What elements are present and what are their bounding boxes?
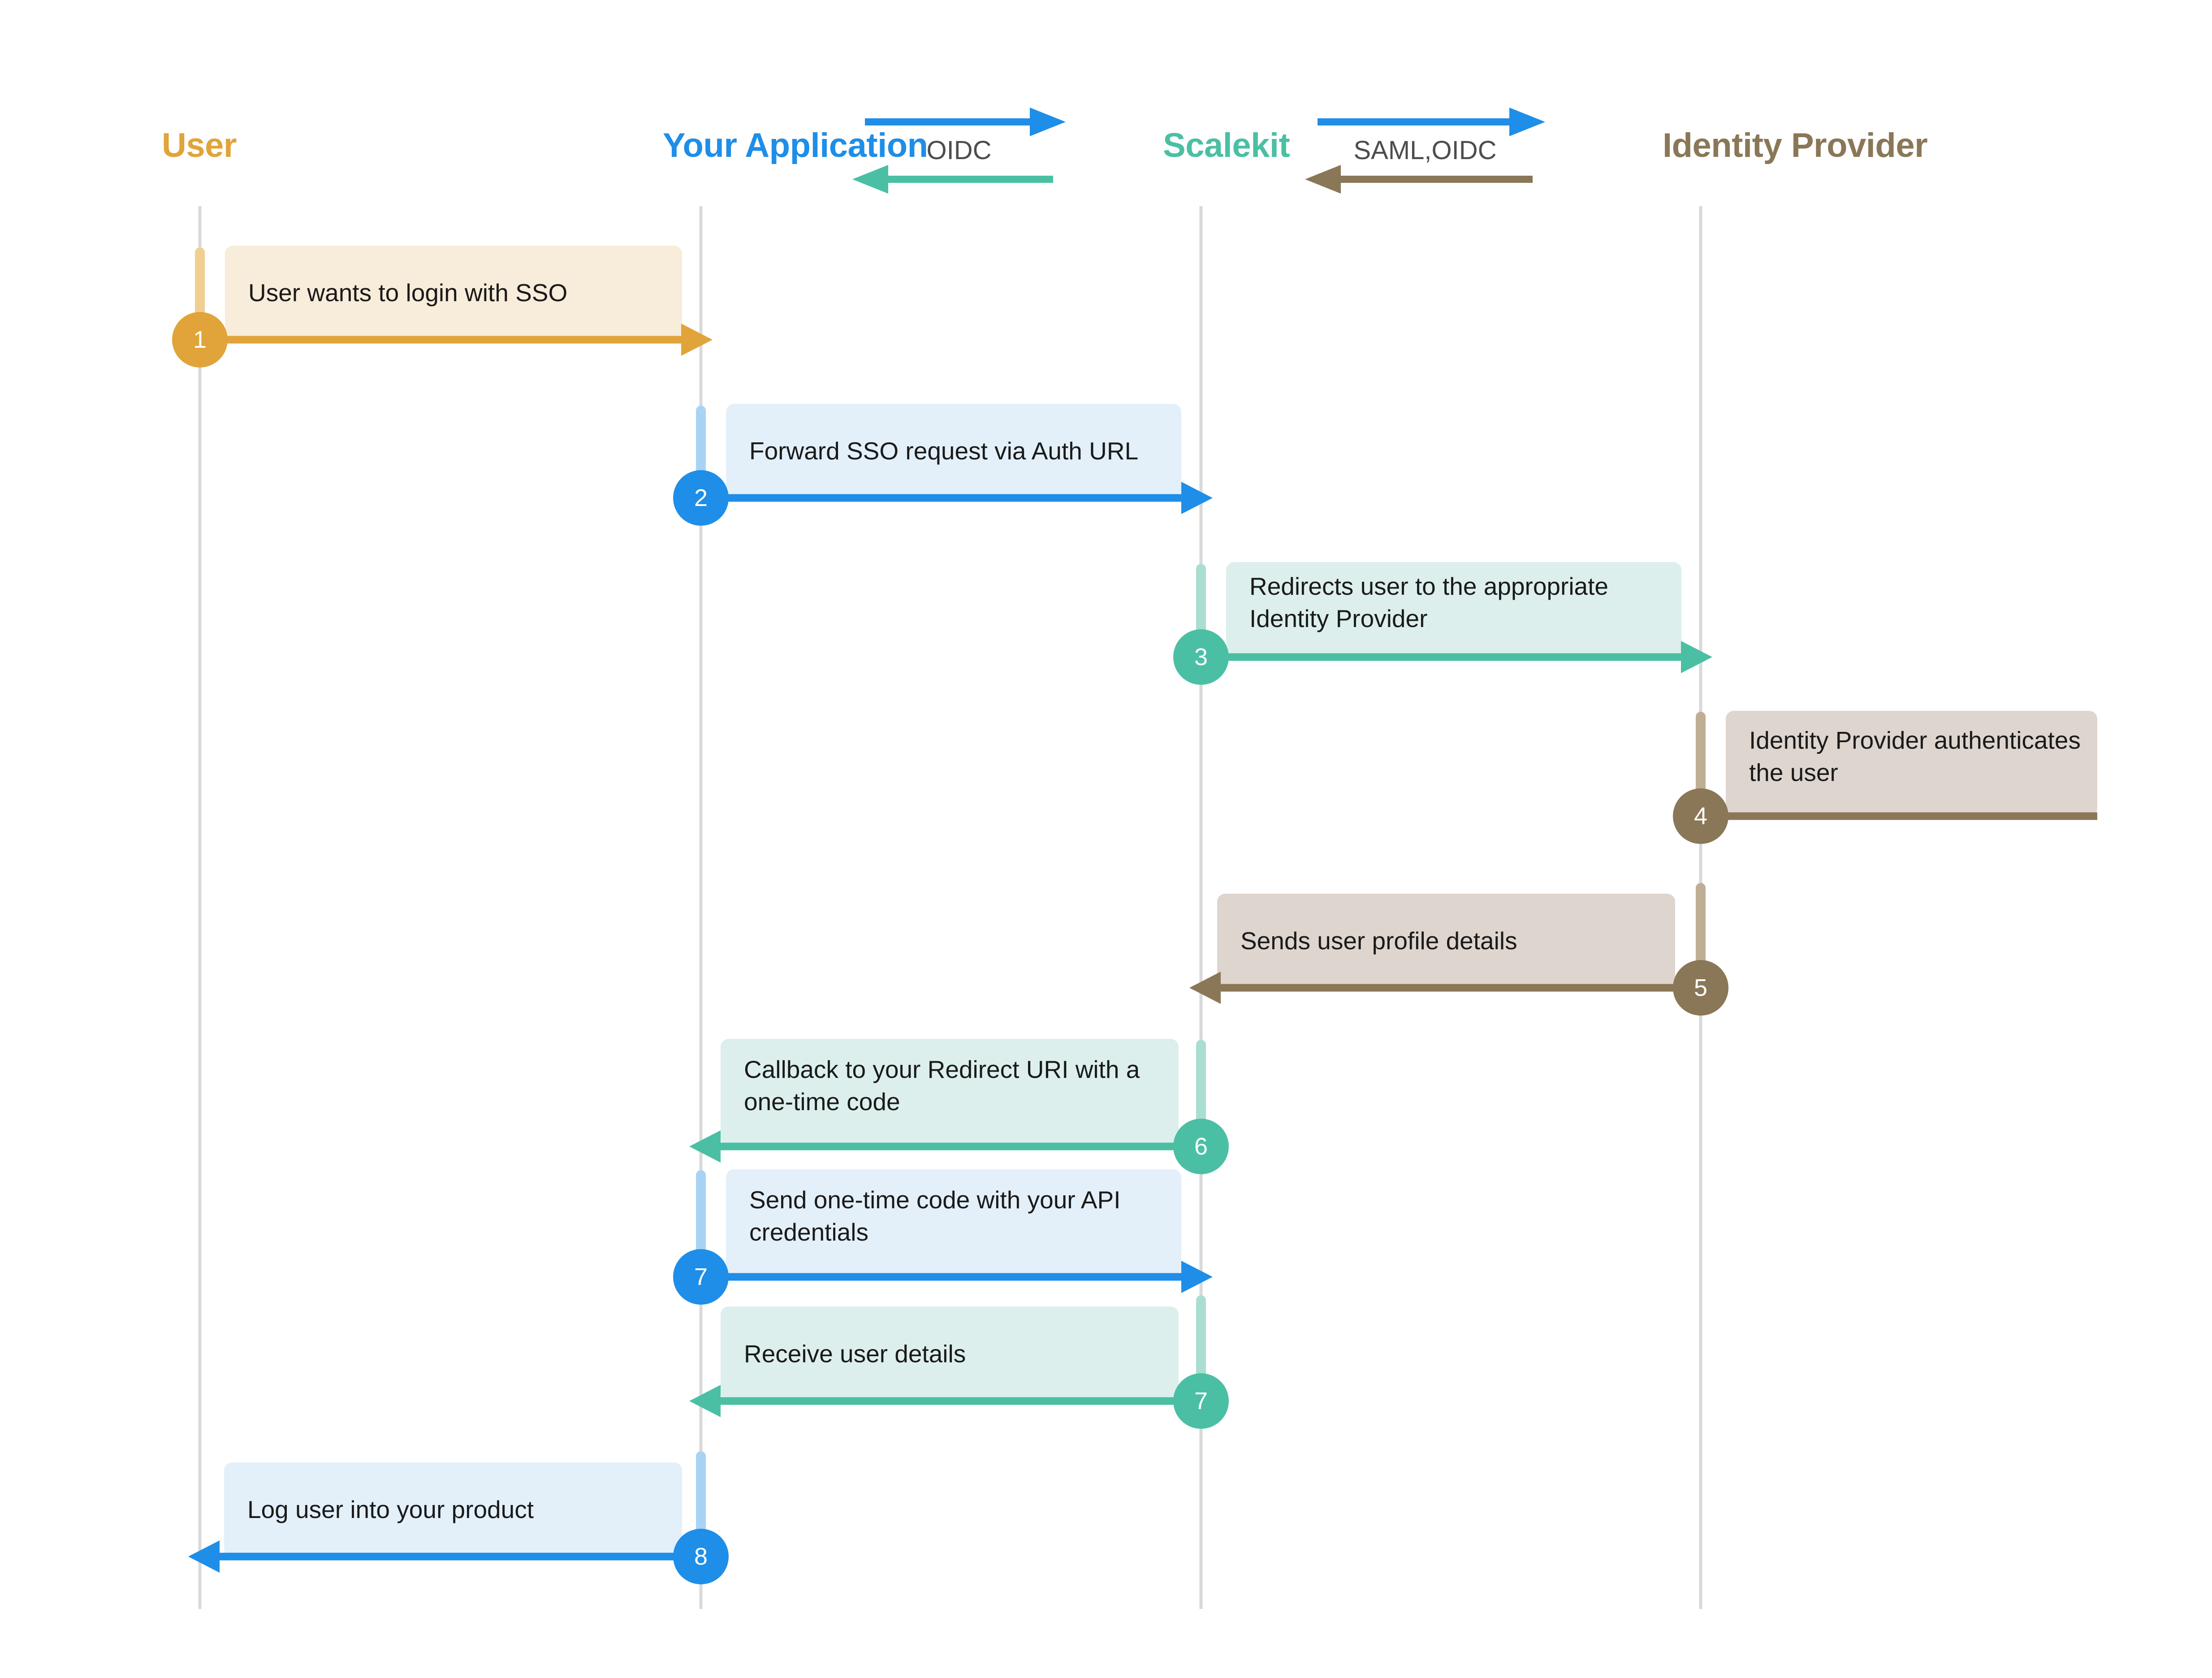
message-text-step-7-line-2: credentials (749, 1218, 868, 1246)
protocol-forward-arrowhead-oidc (1030, 108, 1066, 136)
activation-bar-step-9 (696, 1451, 706, 1541)
message-arrowhead-step-7 (1181, 1261, 1213, 1293)
step-number-label-1: 1 (193, 326, 207, 353)
activation-bar-step-4 (1696, 712, 1706, 801)
activation-bar-step-7 (696, 1170, 706, 1263)
step-number-label-7: 7 (694, 1263, 708, 1290)
protocol-backward-arrowhead-saml-oidc (1305, 165, 1341, 194)
message-text-step-6-line-1: Callback to your Redirect URI with a (744, 1055, 1140, 1083)
message-arrowhead-step-8 (689, 1385, 721, 1417)
message-text-step-4-line-1: Identity Provider authenticates (1749, 727, 2081, 754)
message-arrowhead-step-3 (1681, 641, 1712, 673)
message-text-step-1-line-1: User wants to login with SSO (248, 279, 567, 307)
activation-bar-step-1 (195, 247, 205, 324)
message-box-step-5 (1217, 894, 1675, 988)
step-number-label-3: 3 (1194, 644, 1208, 670)
step-number-badge-1[interactable] (172, 312, 228, 368)
step-number-badge-2[interactable] (673, 470, 729, 526)
message-box-step-4 (1726, 711, 2097, 816)
step-number-label-6: 6 (1194, 1133, 1208, 1160)
protocol-label-oidc: OIDC (927, 136, 992, 165)
step-number-badge-6[interactable] (1173, 1119, 1229, 1174)
step-number-badge-3[interactable] (1173, 629, 1229, 685)
message-text-step-4-line-2: the user (1749, 759, 1838, 787)
message-box-step-7 (726, 1169, 1181, 1277)
actor-label-user: User (162, 126, 237, 164)
protocol-label-saml-oidc: SAML,OIDC (1353, 136, 1496, 165)
activation-bar-step-6 (1196, 1040, 1206, 1131)
step-2-app: Forward SSO request via Auth URL 2 (673, 404, 1213, 526)
protocol-arrows-layer: OIDC SAML,OIDC (852, 108, 1545, 194)
message-text-step-3-line-2: Identity Provider (1249, 605, 1427, 632)
message-box-step-3 (1226, 562, 1681, 657)
message-box-step-8 (721, 1306, 1179, 1401)
message-arrowhead-step-5 (1189, 972, 1221, 1004)
step-1-user: User wants to login with SSO 1 (172, 246, 713, 368)
activation-bar-step-8 (1196, 1295, 1206, 1385)
protocol-backward-arrowhead-oidc (852, 165, 888, 194)
step-number-label-4: 4 (1694, 803, 1707, 830)
message-arrowhead-step-9 (188, 1540, 220, 1573)
step-8-scalekit: Receive user details 7 (689, 1295, 1229, 1429)
step-number-badge-9[interactable] (673, 1529, 729, 1584)
message-text-step-5-line-1: Sends user profile details (1240, 927, 1517, 955)
activation-bar-step-3 (1196, 564, 1206, 642)
activation-bar-step-5 (1696, 883, 1706, 972)
message-text-step-7-line-1: Send one-time code with your API (749, 1186, 1121, 1214)
step-5-idp: Sends user profile details 5 (1189, 883, 1728, 1016)
protocol-group-oidc: OIDC (852, 108, 1066, 194)
message-box-step-2 (726, 404, 1181, 498)
actor-label-app: Your Application (663, 126, 928, 164)
message-arrowhead-step-6 (689, 1130, 721, 1163)
step-number-label-2: 2 (694, 484, 708, 511)
message-text-step-8-line-1: Receive user details (744, 1340, 966, 1368)
message-text-step-9-line-1: Log user into your product (247, 1496, 534, 1523)
step-number-label-5: 5 (1694, 974, 1707, 1001)
activation-bar-step-2 (696, 406, 706, 483)
message-text-step-6-line-2: one-time code (744, 1088, 900, 1116)
step-7-app: Send one-time code with your API credenti… (673, 1169, 1213, 1305)
step-number-badge-5[interactable] (1673, 960, 1728, 1016)
actor-labels-layer: User Your Application Scalekit Identity Pro… (162, 126, 1928, 164)
step-number-badge-4[interactable] (1673, 788, 1728, 844)
message-text-step-3-line-1: Redirects user to the appropriate (1249, 572, 1608, 600)
protocol-forward-arrowhead-saml-oidc (1509, 108, 1545, 136)
step-4-idp: Identity Provider authenticates the user 4 (1673, 711, 2097, 844)
step-3-scalekit: Redirects user to the appropriateIdentit… (1173, 562, 1712, 685)
message-arrowhead-step-1 (681, 324, 713, 356)
actor-label-idp: Identity Provider (1663, 126, 1927, 164)
step-number-badge-7[interactable] (673, 1249, 729, 1305)
message-box-step-1 (225, 246, 682, 340)
protocol-group-saml-oidc: SAML,OIDC (1305, 108, 1545, 194)
message-box-step-6 (721, 1039, 1179, 1146)
message-box-step-9 (224, 1462, 682, 1557)
step-9-app: Log user into your product 8 (188, 1451, 729, 1584)
step-6-scalekit: Callback to your Redirect URI with a one-… (689, 1039, 1229, 1174)
step-number-label-8: 7 (1194, 1388, 1208, 1414)
message-arrowhead-step-2 (1181, 482, 1213, 514)
message-text-step-2-line-1: Forward SSO request via Auth URL (749, 437, 1138, 465)
actor-label-scalekit: Scalekit (1163, 126, 1290, 164)
step-number-badge-8[interactable] (1173, 1373, 1229, 1429)
step-number-label-9: 8 (694, 1543, 708, 1570)
